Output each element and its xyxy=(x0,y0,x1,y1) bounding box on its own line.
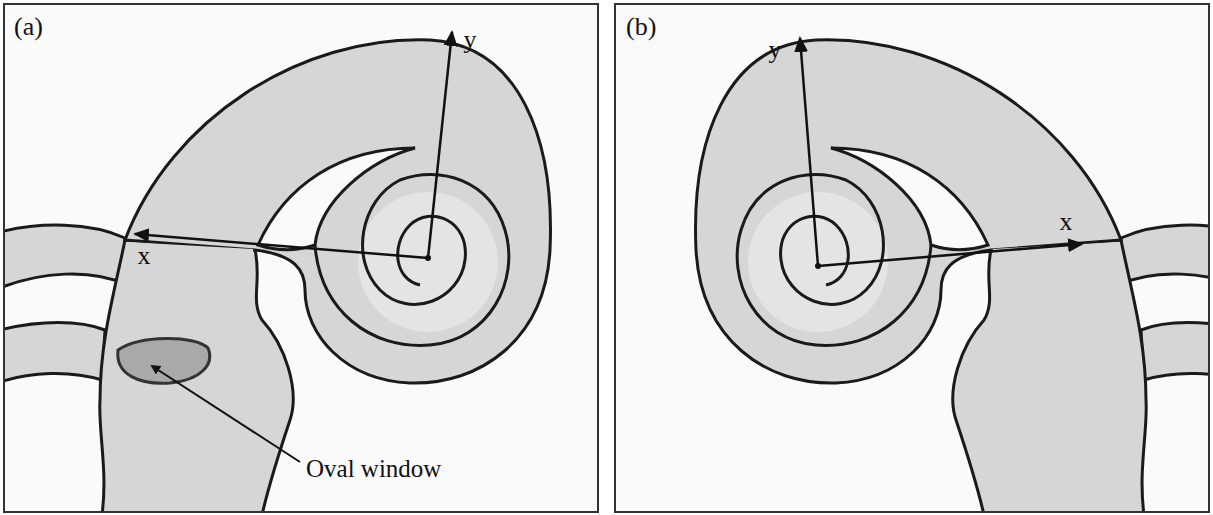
panel-label: (b) xyxy=(626,14,656,40)
axis-label: x xyxy=(138,243,151,269)
panel-label: (a) xyxy=(14,14,43,40)
callout-label: Oval window xyxy=(306,456,441,481)
axis-label: y xyxy=(769,37,782,63)
axis-label: x xyxy=(1060,209,1073,235)
axis-label: y xyxy=(464,27,477,53)
